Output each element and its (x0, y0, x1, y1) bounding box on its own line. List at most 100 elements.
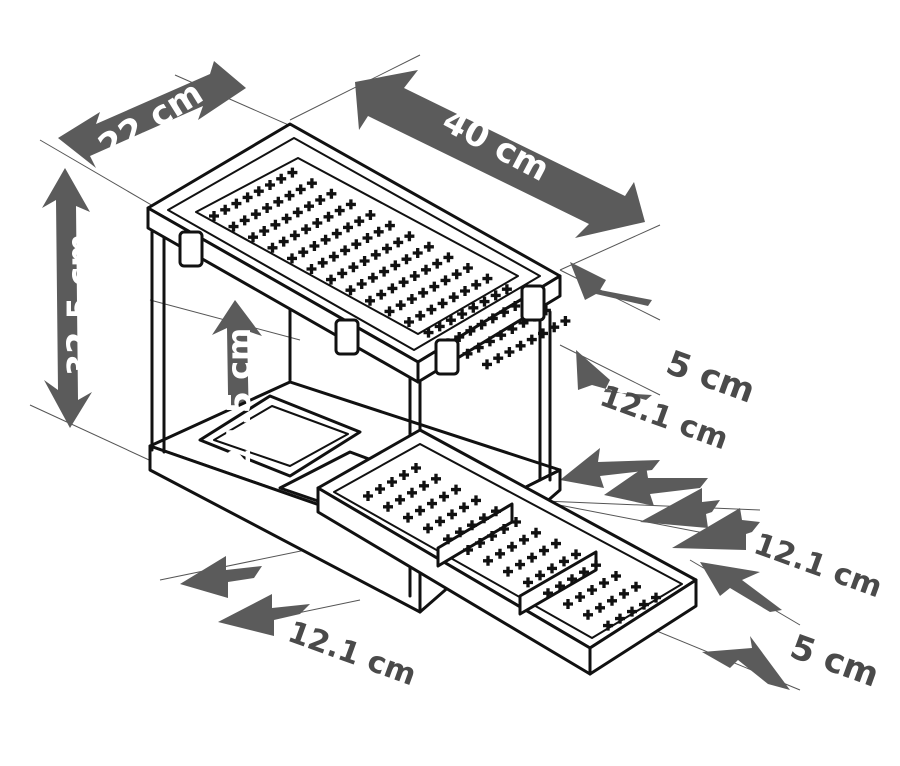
mat-cross (451, 269, 462, 280)
mat-cross (421, 264, 432, 275)
mat-cross (443, 252, 454, 263)
label-height-inner: 24.5 cm (220, 328, 258, 470)
mat-cross (412, 248, 423, 258)
mat-cross (284, 190, 295, 201)
mat-cross (479, 296, 490, 307)
clip (520, 284, 546, 322)
mat-cross (419, 480, 430, 491)
mat-cross (323, 211, 334, 222)
mat-cross (523, 577, 533, 588)
arrow-drawer-a-1 (560, 448, 660, 488)
mat-cross (387, 283, 398, 294)
mat-cross (482, 359, 493, 370)
mat-cross (519, 534, 529, 545)
bottom-bin (198, 394, 362, 478)
mat-cross (495, 548, 506, 559)
mat-cross (434, 321, 445, 332)
arrow-top-tray-lower (576, 350, 652, 400)
mat-cross (393, 237, 404, 248)
mat-cross (459, 502, 470, 513)
mat-cross (423, 523, 434, 534)
mat-cross (507, 541, 517, 552)
mat-cross (575, 592, 585, 602)
mat-cross (407, 487, 418, 498)
drawer-left-side (316, 486, 592, 676)
mat-cross (415, 505, 426, 516)
mat-cross (231, 198, 242, 209)
mat-cross (242, 192, 253, 203)
mat-cross (250, 209, 261, 220)
mat-cross (487, 531, 498, 541)
mat-cross (382, 243, 393, 254)
mat-cross (337, 268, 348, 279)
mat-cross (387, 477, 398, 488)
top-mat-pattern (209, 167, 571, 370)
mat-cross (248, 232, 258, 243)
mat-cross (426, 304, 437, 315)
mat-cross (404, 231, 415, 242)
mat-cross (440, 275, 451, 286)
mat-cross (591, 560, 601, 571)
mat-cross (463, 545, 474, 555)
mat-cross (292, 207, 303, 218)
mat-cross (482, 273, 493, 284)
mat-cross (479, 513, 490, 524)
mat-cross (431, 473, 442, 484)
mat-cross (619, 588, 629, 599)
mat-cross (539, 545, 549, 556)
mat-cross (547, 563, 557, 574)
mat-cross (320, 234, 331, 245)
mat-cross (367, 272, 378, 283)
mat-cross (439, 491, 450, 502)
mat-cross (409, 271, 420, 282)
mat-cross (345, 285, 356, 296)
mat-cross (631, 581, 641, 592)
mat-cross (448, 292, 459, 303)
mat-cross (403, 512, 414, 523)
mat-cross (384, 220, 395, 231)
mat-cross (356, 279, 367, 290)
arrow-drawer-depth-lower (702, 636, 790, 690)
mat-cross (559, 556, 569, 567)
mat-cross (455, 527, 466, 538)
mat-cross (501, 284, 512, 295)
mat-cross (490, 290, 501, 301)
mat-cross (473, 342, 484, 353)
mat-cross (510, 517, 521, 527)
label-height-total: 32.5 cm (60, 234, 98, 376)
label-bottom-compartment: 12.1 cm (283, 615, 420, 694)
mat-cross (531, 527, 541, 538)
mat-cross (583, 609, 593, 620)
mat-cross (340, 245, 351, 256)
clip (334, 318, 360, 356)
mat-cross (404, 317, 415, 328)
mat-cross (526, 334, 537, 345)
mat-cross (370, 249, 381, 260)
mat-cross (312, 218, 323, 228)
mat-cross (306, 264, 317, 275)
mat-cross (395, 494, 406, 505)
mat-cross (326, 188, 337, 199)
mat-cross (209, 211, 219, 221)
clip (434, 338, 460, 376)
arrow-height-inner (212, 300, 266, 498)
mat-cross (390, 260, 401, 271)
mat-cross (462, 263, 473, 274)
arrow-bottom-2 (218, 594, 310, 636)
mat-cross (398, 277, 409, 288)
mat-cross (354, 216, 365, 227)
mat-cross (379, 266, 390, 277)
mat-cross (555, 581, 565, 592)
mat-cross (435, 516, 446, 527)
mat-cross (611, 571, 621, 581)
mat-cross (579, 567, 589, 578)
mat-cross (363, 491, 374, 502)
mat-cross (527, 552, 537, 563)
mat-cross (362, 233, 373, 243)
mat-cross (287, 253, 298, 264)
mat-cross (484, 336, 495, 347)
mat-cross (607, 595, 617, 606)
mat-cross (423, 327, 434, 338)
arrow-depth (58, 61, 246, 168)
